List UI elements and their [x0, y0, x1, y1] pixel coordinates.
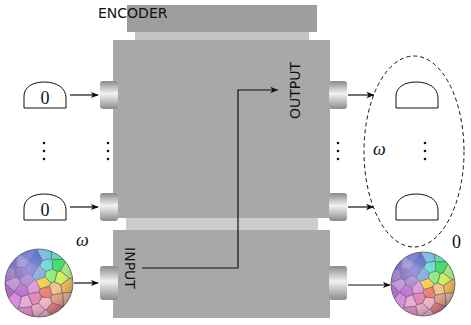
arrow-connector — [348, 206, 373, 207]
device-title: ENCODER — [98, 5, 167, 21]
output-state: 0 — [390, 250, 456, 318]
encoder-joint — [135, 32, 309, 40]
polyhedron-ball — [390, 250, 456, 318]
output-section: OUTPUT — [279, 60, 306, 121]
state-label: ω — [373, 139, 386, 159]
polyhedron-ball — [4, 248, 74, 318]
illustration-part — [337, 158, 340, 161]
state-label: 0 — [41, 200, 50, 220]
qubit-outline — [24, 194, 66, 220]
illustration-part — [107, 150, 110, 153]
state-label: ω — [76, 230, 89, 250]
illustration-part — [337, 150, 340, 153]
port — [100, 266, 118, 300]
output-block — [113, 40, 330, 218]
dashed-ellipse — [364, 56, 464, 247]
ball-facets — [390, 250, 456, 318]
arrow-connector — [70, 206, 98, 207]
port — [329, 266, 347, 300]
state-label: 0 — [452, 232, 461, 252]
ellipsis-dot — [424, 142, 427, 145]
arrow-connector — [74, 282, 98, 283]
illustration-part — [43, 158, 46, 161]
section-label: INPUT — [121, 247, 139, 289]
section-label: OUTPUT — [281, 61, 304, 118]
qubit-zero: 0 — [20, 192, 70, 222]
arrow-connector — [348, 94, 374, 95]
ball-shading — [5, 249, 73, 317]
port-group — [100, 81, 347, 300]
arrow-connector — [348, 284, 390, 285]
encoder-box: OUTPUT INPUT ENCODER — [98, 4, 348, 320]
illustration-part — [43, 142, 46, 145]
port — [329, 81, 347, 109]
ellipsis-dots — [43, 142, 340, 161]
arrow-connector — [70, 94, 98, 95]
illustration-part — [337, 142, 340, 145]
ellipsis-dot — [424, 150, 427, 153]
ball-shading — [391, 252, 455, 316]
illustration-part — [107, 158, 110, 161]
illustration-part — [107, 142, 110, 145]
state-label: 0 — [41, 88, 50, 108]
port — [100, 193, 118, 221]
input-state: ω — [4, 248, 74, 318]
encoder-body — [113, 5, 330, 318]
input-section: INPUT — [119, 245, 141, 291]
illustration-part — [43, 150, 46, 153]
encoder-joint — [126, 218, 318, 230]
arrow-connector — [142, 90, 278, 268]
qubit-outline — [396, 194, 438, 220]
output-register: ω — [363, 55, 465, 248]
port — [100, 81, 118, 109]
qubit-outline — [396, 82, 438, 108]
qubit-zero: 0 — [20, 80, 70, 110]
ellipsis-dot — [424, 158, 427, 161]
ball-facets — [4, 248, 74, 318]
port — [329, 193, 347, 221]
qubit-outline — [24, 82, 66, 108]
input-block — [113, 230, 330, 318]
